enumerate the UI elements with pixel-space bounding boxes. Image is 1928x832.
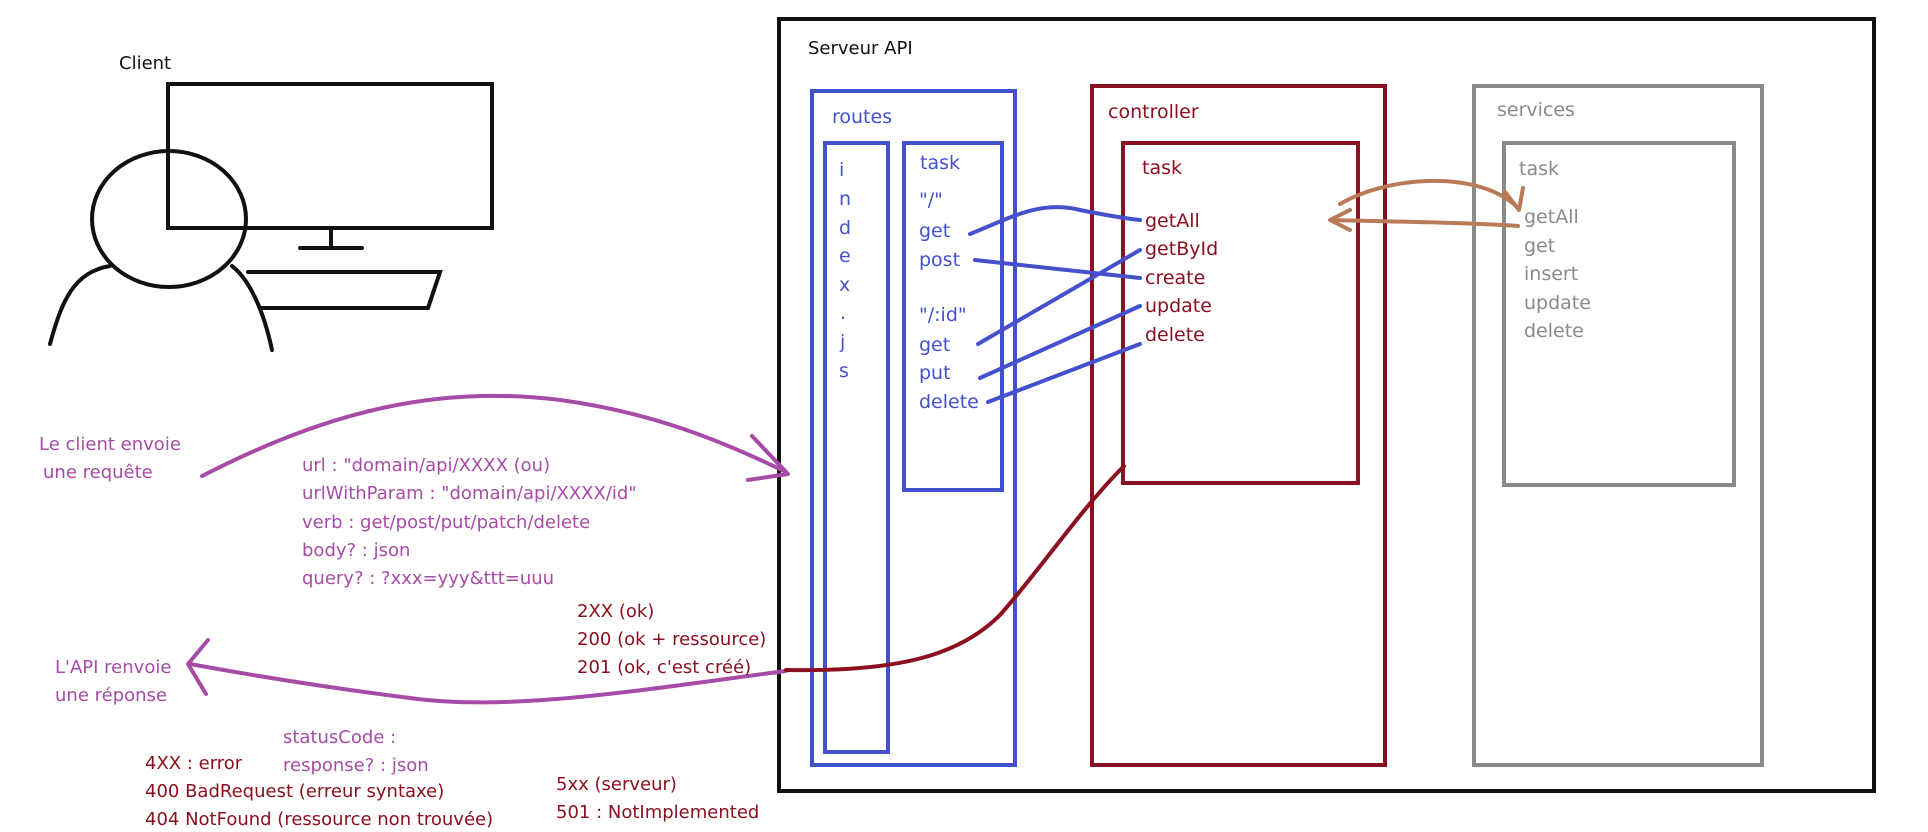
client-error-code: 4XX : error	[145, 753, 243, 774]
route-path-id: "/:id"	[919, 304, 967, 326]
routes-index-box	[823, 141, 890, 754]
request-arrow	[200, 393, 790, 482]
controller-box	[1090, 84, 1387, 767]
success-code: 200 (ok + ressource)	[577, 629, 767, 650]
index-letter: e	[839, 245, 851, 267]
server-error-code: 501 : NotImplemented	[556, 802, 760, 823]
route-verb-put: put	[919, 362, 951, 384]
link-delete-delete	[986, 342, 1142, 404]
arrow-controller-to-service-head	[1503, 186, 1525, 212]
controller-task-title: task	[1142, 157, 1182, 179]
request-detail: query? : ?xxx=yyy&ttt=uuu	[302, 568, 555, 589]
route-verb-delete: delete	[919, 391, 979, 413]
response-label-line1: L'API renvoie	[55, 657, 172, 678]
index-letter: .	[840, 302, 847, 324]
route-path-root: "/"	[919, 189, 943, 211]
response-arrow	[186, 638, 788, 705]
index-letter: x	[839, 274, 851, 296]
client-monitor	[166, 82, 494, 230]
service-method: get	[1524, 235, 1556, 257]
server-error-code: 5xx (serveur)	[556, 774, 677, 795]
routes-task-title: task	[920, 152, 960, 174]
arrow-controller-to-service	[1338, 178, 1520, 210]
controller-method: getAll	[1145, 210, 1200, 232]
route-mapping-lines	[968, 205, 1142, 404]
service-method: delete	[1524, 320, 1584, 342]
service-method: update	[1524, 292, 1591, 314]
client-label: Client	[119, 53, 172, 74]
routes-title: routes	[832, 106, 893, 128]
controller-method: getById	[1145, 238, 1219, 260]
arrow-service-to-controller	[1330, 218, 1520, 228]
client-error-code: 400 BadRequest (erreur syntaxe)	[145, 781, 445, 802]
route-verb-get-id: get	[919, 334, 951, 356]
link-get-getall	[968, 205, 1142, 236]
controller-method: create	[1145, 267, 1206, 289]
routes-task-box	[902, 141, 1004, 492]
controller-title: controller	[1108, 101, 1199, 123]
services-title: services	[1497, 99, 1575, 121]
client-body	[48, 264, 274, 352]
controller-method: update	[1145, 295, 1212, 317]
services-task-title: task	[1519, 158, 1559, 180]
client-keyboard	[246, 270, 443, 310]
request-label-line2: une requête	[43, 462, 153, 483]
client-head	[90, 149, 248, 289]
client-error-code: 404 NotFound (ressource non trouvée)	[145, 809, 494, 830]
server-frame	[777, 17, 1876, 793]
controller-method: delete	[1145, 324, 1205, 346]
request-detail: urlWithParam : "domain/api/XXXX/id"	[302, 483, 637, 504]
routes-box	[810, 89, 1017, 767]
client-drawing	[48, 82, 494, 352]
request-detail: verb : get/post/put/patch/delete	[302, 512, 591, 533]
route-verb-get: get	[919, 220, 951, 242]
response-field: response? : json	[283, 755, 429, 776]
arrow-service-to-controller-head	[1328, 208, 1352, 232]
request-detail: body? : json	[302, 540, 411, 561]
services-task-box	[1502, 141, 1736, 487]
success-code: 201 (ok, c'est créé)	[577, 657, 752, 678]
response-label-line2: une réponse	[55, 685, 167, 706]
server-title: Serveur API	[808, 38, 913, 59]
service-call-arrows	[1328, 178, 1525, 232]
request-detail: url : "domain/api/XXXX (ou)	[302, 455, 551, 476]
service-method: insert	[1524, 263, 1579, 285]
success-code: 2XX (ok)	[577, 601, 655, 622]
request-label-line1: Le client envoie	[39, 434, 181, 455]
link-put-update	[978, 304, 1142, 380]
service-method: getAll	[1524, 206, 1579, 228]
link-get-getbyid	[976, 248, 1142, 346]
index-letter: i	[839, 159, 845, 181]
index-letter: s	[839, 360, 849, 382]
index-letter: j	[840, 331, 846, 353]
route-verb-post: post	[919, 249, 961, 271]
index-letter: n	[839, 188, 852, 210]
link-post-create	[973, 258, 1142, 280]
index-letter: d	[839, 217, 852, 239]
controller-response-line	[784, 464, 1126, 673]
services-box	[1472, 84, 1764, 767]
response-field: statusCode :	[283, 727, 397, 748]
